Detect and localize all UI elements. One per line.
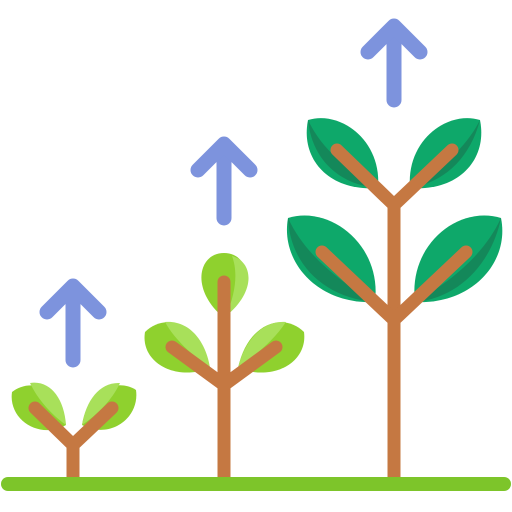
stem <box>28 401 119 485</box>
leaf-shade <box>30 382 66 425</box>
up-arrow-icon <box>360 18 428 108</box>
small-sprout <box>11 382 137 485</box>
leaf-shade <box>82 382 120 425</box>
up-arrow-icon <box>190 136 258 226</box>
leaf-shade <box>226 256 249 316</box>
medium-plant <box>144 253 305 485</box>
leaf-shade <box>165 321 210 368</box>
leaf-shade <box>288 218 375 302</box>
leaf-shade <box>308 120 378 188</box>
leaf-shade <box>415 218 501 302</box>
leaf-shade <box>238 321 286 368</box>
up-arrow-icon <box>39 278 107 368</box>
stem <box>165 275 283 485</box>
stem <box>315 143 473 485</box>
large-plant <box>286 118 503 485</box>
